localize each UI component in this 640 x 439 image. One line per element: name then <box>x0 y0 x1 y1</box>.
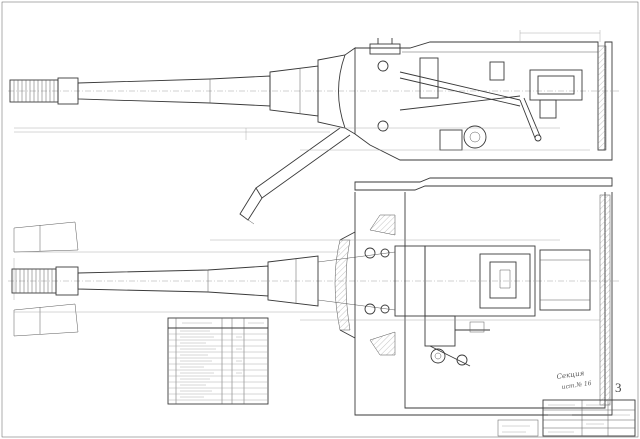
title-block <box>542 399 636 437</box>
side-elevation-view <box>8 30 620 225</box>
breech-block-top <box>489 61 583 119</box>
barrel-plan <box>77 251 396 311</box>
construction-lines-top <box>14 30 601 151</box>
revision-stamp <box>497 419 539 437</box>
breech-plan <box>364 245 591 317</box>
muzzle-brake-top <box>9 77 79 105</box>
plan-view <box>8 192 620 416</box>
note-line-2: ист.№ 16 <box>561 380 592 391</box>
sheet-mark: 3 <box>615 380 622 395</box>
depressed-barrel-outline <box>239 127 351 225</box>
mantlet-top <box>317 38 401 135</box>
hull-roof-section <box>354 177 613 191</box>
recoil-linkages-top <box>399 57 542 151</box>
handwheel-mechanism-plan <box>424 315 490 367</box>
hull-walls-plan <box>334 192 613 416</box>
construction-lines-plan <box>14 239 600 321</box>
note-line-1: Секция <box>556 369 585 381</box>
parts-list-table <box>167 317 269 405</box>
casemate-outline-top <box>354 41 613 161</box>
